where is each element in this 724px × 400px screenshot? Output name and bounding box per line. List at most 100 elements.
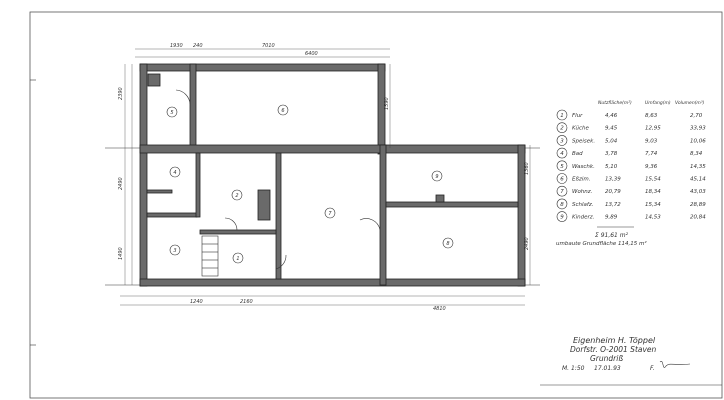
date: 17.01.93 <box>594 365 621 372</box>
cell-no: 4 <box>560 151 564 157</box>
cell-volume: 20,84 <box>690 215 706 221</box>
cell-volume: 33,93 <box>690 126 706 132</box>
svg-text:2490: 2490 <box>118 177 124 190</box>
cell-no: 6 <box>560 177 564 183</box>
svg-text:1: 1 <box>236 256 239 262</box>
svg-text:6: 6 <box>281 108 284 114</box>
room-label-2: 2 <box>231 189 243 201</box>
cell-volume: 45,14 <box>690 177 706 183</box>
cell-name: Speisek. <box>572 138 595 144</box>
cell-perimeter: 9,03 <box>645 138 658 144</box>
svg-text:3: 3 <box>173 248 176 254</box>
table-row: 2 Küche 9,45 12,95 33,93 <box>556 122 706 133</box>
address: Dorfstr. O-2001 Staven <box>570 345 657 354</box>
cell-area: 5,10 <box>605 164 618 170</box>
room-label-9: 9 <box>431 170 443 182</box>
cell-perimeter: 15,34 <box>645 202 661 208</box>
cell-area: 13,72 <box>605 202 621 208</box>
svg-text:4810: 4810 <box>433 306 446 312</box>
cell-no: 1 <box>560 113 564 119</box>
dimension-lines: 1930 240 7010 6400 2390 2490 1490 1360 2… <box>118 43 531 312</box>
cell-no: 3 <box>560 138 564 144</box>
cell-area: 3,78 <box>605 151 618 157</box>
svg-text:1240: 1240 <box>190 299 203 305</box>
room-number-circle <box>556 160 568 172</box>
walls <box>139 63 526 287</box>
svg-text:4: 4 <box>173 170 176 176</box>
room-number-circle <box>556 109 568 121</box>
room-number-circle <box>556 173 568 184</box>
gross-area: umbaute Grundfläche 114,15 m² <box>556 240 647 247</box>
cell-perimeter: 14,53 <box>645 215 661 221</box>
door-swings <box>175 89 381 270</box>
cell-no: 7 <box>560 189 564 195</box>
drawing-type: Grundriß <box>590 354 623 363</box>
cell-name: Schlafz. <box>572 202 594 208</box>
cell-area: 9,45 <box>605 126 618 132</box>
room-number-circle <box>556 147 568 159</box>
cell-area: 20,79 <box>605 189 621 195</box>
cell-perimeter: 7,74 <box>645 151 658 157</box>
cell-volume: 14,35 <box>690 164 706 170</box>
room-number-circle <box>556 122 568 133</box>
svg-text:8: 8 <box>446 241 449 247</box>
room-number-circle <box>556 135 568 146</box>
cell-no: 8 <box>560 202 564 208</box>
cell-volume: 10,06 <box>690 138 706 144</box>
cell-area: 9,89 <box>605 215 618 221</box>
room-label-8: 8 <box>442 237 454 249</box>
stairs <box>201 235 219 277</box>
room-number-circle <box>556 198 568 210</box>
room-number-circle <box>556 211 568 222</box>
cell-perimeter: 9,36 <box>645 164 658 170</box>
svg-text:240: 240 <box>193 43 203 49</box>
svg-text:5: 5 <box>170 110 173 116</box>
svg-text:2390: 2390 <box>118 87 124 100</box>
cell-perimeter: 15,54 <box>645 177 661 183</box>
room-label-4: 4 <box>169 166 181 178</box>
svg-text:1930: 1930 <box>170 43 183 49</box>
svg-text:6400: 6400 <box>305 51 318 57</box>
cell-perimeter: 8,63 <box>645 113 658 119</box>
table-row: 8 Schlafz. 13,72 15,34 28,89 <box>556 198 706 210</box>
room-label-7: 7 <box>324 207 336 219</box>
cell-area: 13,39 <box>605 177 621 183</box>
cell-name: Eßzim. <box>572 177 591 183</box>
cell-area: 4,46 <box>605 113 618 119</box>
room-number-circle <box>556 185 568 197</box>
cell-name: Waschk. <box>572 164 595 170</box>
cell-perimeter: 12,95 <box>645 126 661 132</box>
cell-name: Küche <box>572 126 589 132</box>
room-schedule-table: Nutzfläche(m²) Umfang(m) Volumen(m³) <box>598 100 705 106</box>
cell-volume: 8,34 <box>690 151 703 157</box>
svg-text:2490: 2490 <box>524 237 530 250</box>
cell-no: 2 <box>560 126 564 132</box>
room-label-5: 5 <box>166 106 178 118</box>
room-label-1: 1 <box>232 252 244 264</box>
svg-text:7: 7 <box>328 211 332 217</box>
svg-text:Volumen(m³): Volumen(m³) <box>675 100 705 106</box>
signature <box>659 360 691 368</box>
svg-text:9: 9 <box>435 174 438 180</box>
room-labels: 5 6 4 2 3 1 7 9 8 <box>166 104 454 264</box>
title-block: Eigenheim H. Töppel Dorfstr. O-2001 Stav… <box>540 336 722 386</box>
cell-name: Flur <box>572 113 583 119</box>
svg-text:2160: 2160 <box>240 299 253 305</box>
drawing-frame <box>29 11 723 399</box>
svg-text:Nutzfläche(m²): Nutzfläche(m²) <box>598 100 632 106</box>
cell-perimeter: 18,34 <box>645 189 661 195</box>
cell-volume: 28,89 <box>690 202 706 208</box>
total-area: Σ 91,61 m² <box>595 232 629 239</box>
cell-name: Kinderz. <box>572 215 595 221</box>
room-label-6: 6 <box>277 104 289 116</box>
scale: M. 1:50 <box>562 365 585 372</box>
project-title: Eigenheim H. Töppel <box>573 336 656 345</box>
svg-text:2: 2 <box>235 193 238 199</box>
svg-text:1590: 1590 <box>384 97 390 110</box>
cell-no: 9 <box>560 215 564 221</box>
